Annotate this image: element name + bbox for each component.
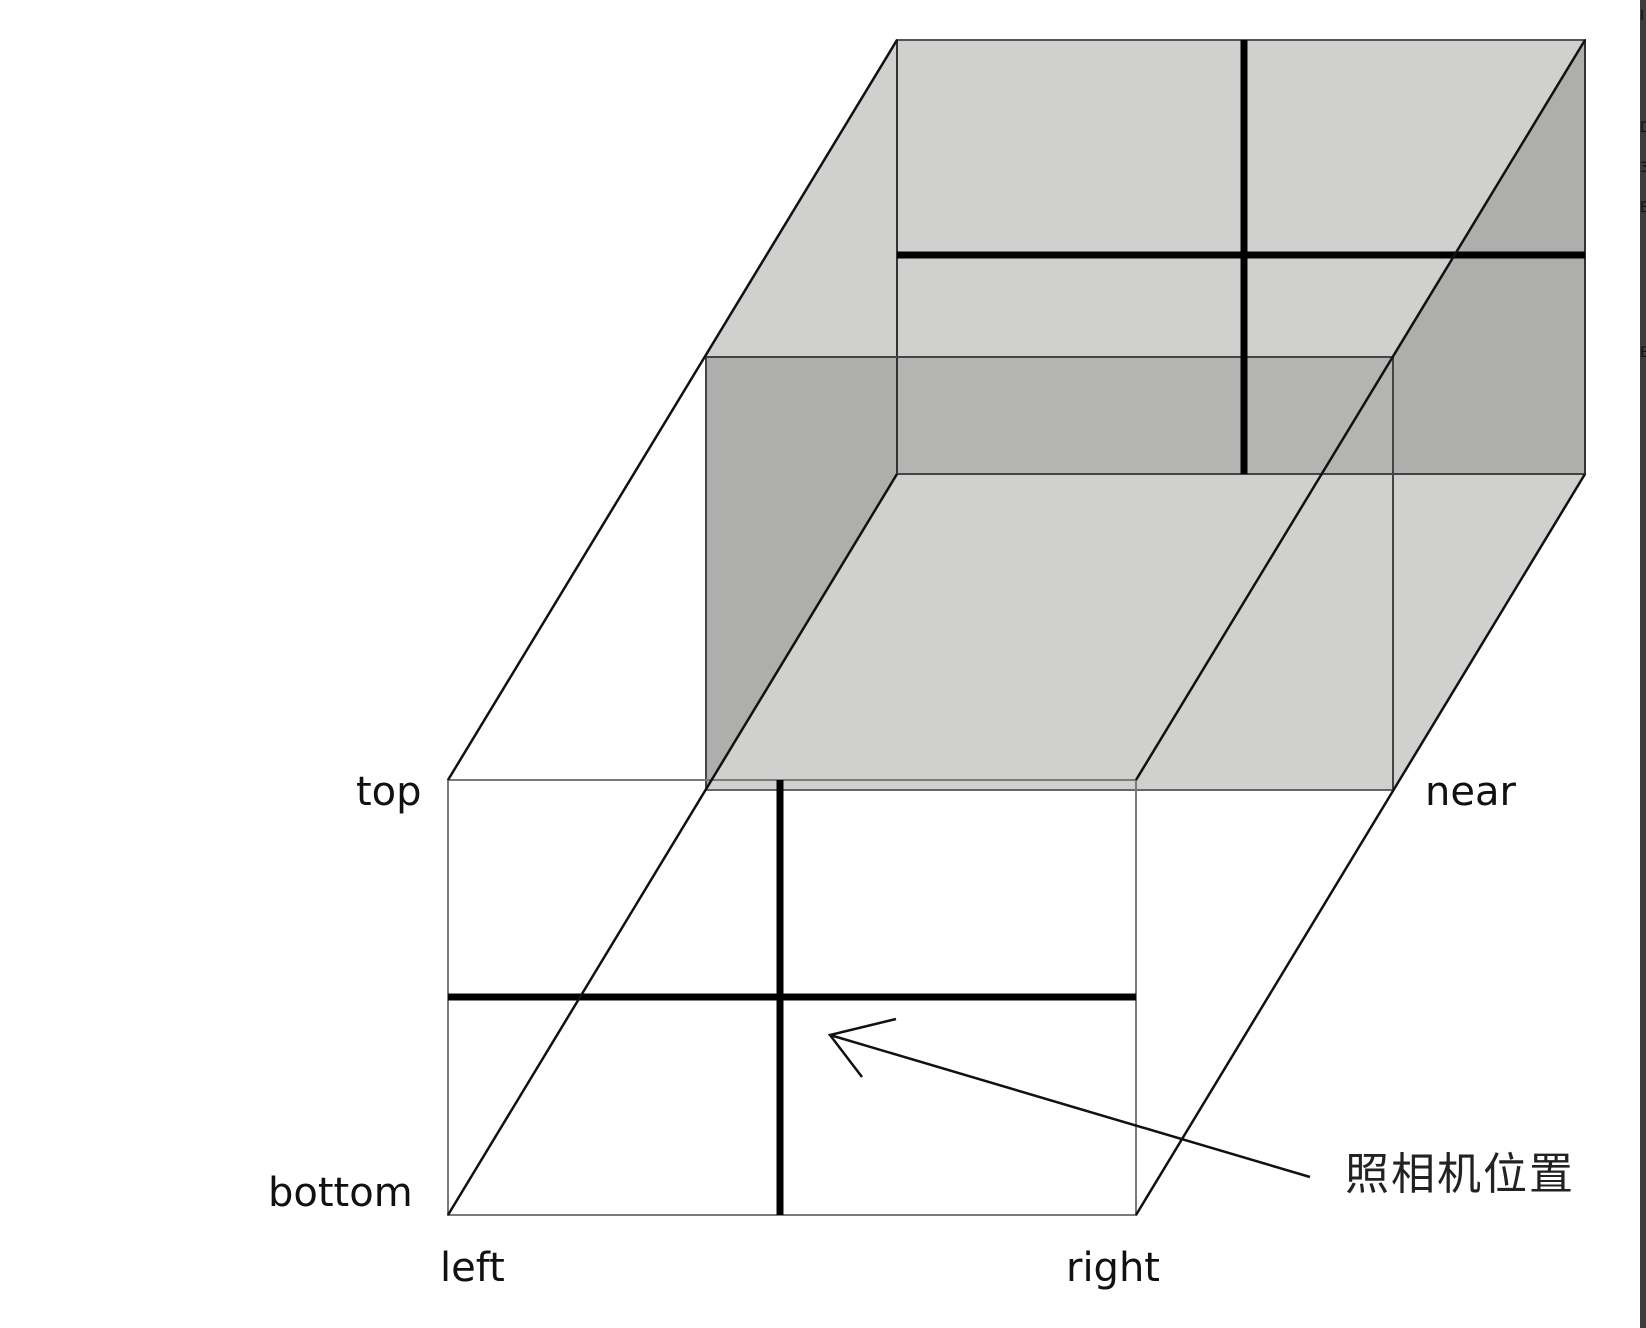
edge-fragment: D [1640,120,1646,136]
label-left: left [440,1245,505,1291]
label-near: near [1425,769,1516,815]
far-plane-crosshair [897,40,1585,474]
left-side-face [706,357,897,790]
frustum-edges [446,39,1587,1216]
edge-fragment: I [1640,8,1645,24]
label-right: right [1066,1245,1160,1291]
floor-face [706,474,1585,790]
cropped-text-fragment [270,1323,400,1328]
edge-fragment: 3 [1640,160,1646,176]
edge-fragment: E [1640,345,1646,361]
camera-position-arrow [827,1017,1311,1179]
label-camera-position: 照相机位置 [1345,1149,1575,1200]
near-plane-crosshair [448,780,1136,1215]
edge-fragment: E [1640,200,1646,216]
label-bottom: bottom [268,1170,413,1216]
label-top: top [356,769,422,815]
right-edge-strip: I D 3 E E [1640,0,1646,1328]
